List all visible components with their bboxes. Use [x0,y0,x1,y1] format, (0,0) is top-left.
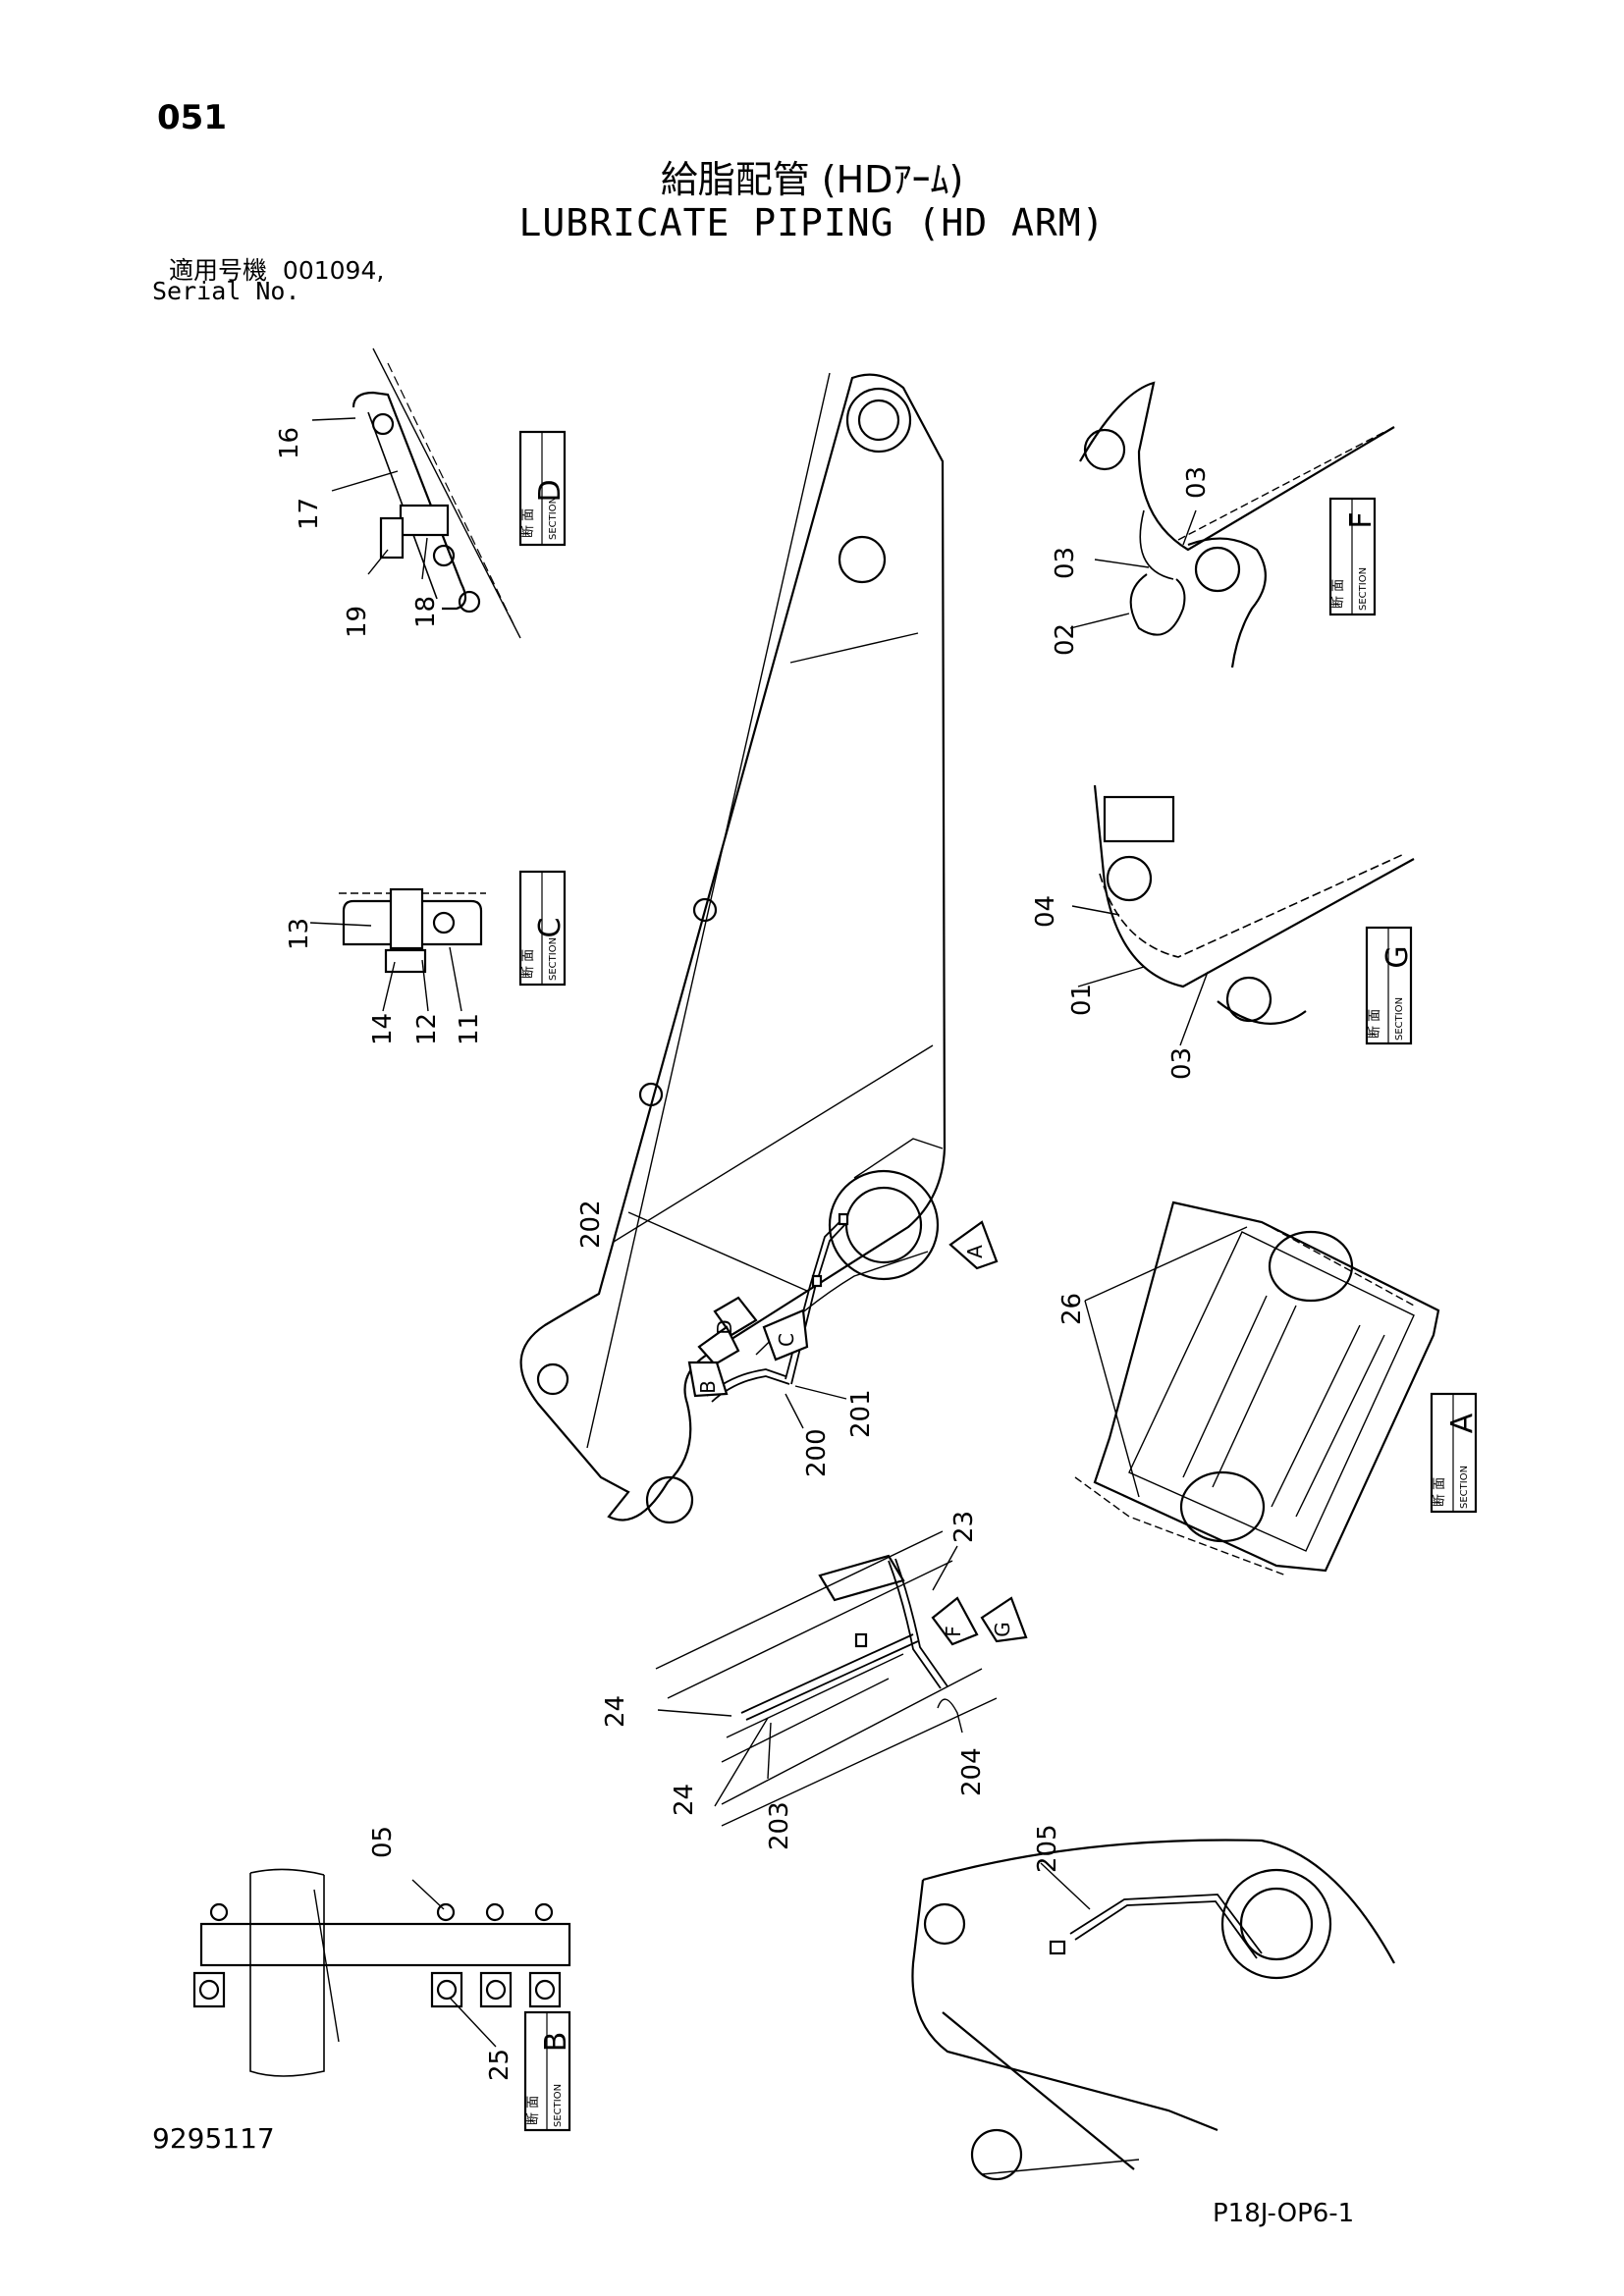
part-label-19: 19 [343,606,372,638]
arrow-a-letter: A [963,1245,987,1258]
part-label-23: 23 [949,1511,979,1543]
section-g-en: SECTION [1394,997,1405,1041]
part-label-205: 205 [1033,1824,1062,1873]
part-label-12: 12 [412,1013,442,1045]
section-box-labels: D 断 面 SECTION C 断 面 SECTION F 断 面 SECTIO… [521,479,1480,2127]
section-d-view [311,347,567,639]
section-c-jp: 断 面 [521,949,536,979]
part-label-03-upper: 03 [1182,466,1212,499]
section-b-view [192,1868,571,2132]
section-g-letter: G [1380,945,1415,968]
section-f-view [1069,381,1395,668]
section-b-en: SECTION [553,2084,564,2127]
part-label-203: 203 [765,1801,794,1850]
section-f-en: SECTION [1358,567,1369,611]
section-d-jp: 断 面 [521,508,536,538]
main-arm-view [519,372,999,1524]
section-c-view [309,870,567,1012]
view-arrow-letters: A B C D F G [696,1245,1014,1637]
part-label-11: 11 [455,1013,484,1045]
part-label-26: 26 [1057,1293,1087,1325]
part-label-03-lower: 03 [1167,1047,1197,1080]
section-d-en: SECTION [548,497,559,540]
reference-code: P18J-OP6-1 [1213,2199,1355,2228]
part-label-03-middle: 03 [1051,547,1080,579]
arm-end-view [911,1839,1395,2181]
section-d-letter: D [533,479,568,502]
part-label-01: 01 [1067,984,1097,1016]
part-label-25: 25 [485,2049,514,2081]
title-japanese: 給脂配管 (HDｱｰﾑ) [660,158,964,201]
section-b-jp: 断 面 [526,2096,541,2125]
part-label-04: 04 [1031,895,1060,928]
serial-line: 適用号機 001094, [169,251,384,287]
part-label-17: 17 [295,498,324,530]
section-a-en: SECTION [1459,1466,1470,1509]
section-g-jp: 断 面 [1368,1009,1382,1039]
part-label-24-upper: 24 [601,1695,630,1728]
part-label-200: 200 [802,1428,832,1477]
part-label-202: 202 [576,1200,606,1249]
arm-detail-view [655,1530,1028,1827]
arrow-c-letter: C [775,1333,798,1347]
arrow-f-letter: F [942,1626,965,1637]
section-f-jp: 断 面 [1331,579,1346,609]
page-number: 051 [157,98,227,137]
part-label-05: 05 [368,1826,398,1858]
document-number: 9295117 [152,2122,275,2155]
arrow-d-letter: D [713,1319,736,1334]
part-label-13: 13 [285,918,314,950]
part-label-201: 201 [846,1389,876,1438]
part-label-24-lower: 24 [670,1784,699,1816]
section-c-en: SECTION [548,937,559,981]
title-english: LUBRICATE PIPING (HD ARM) [518,201,1106,244]
serial-value: 001094, [282,256,385,285]
section-a-view [1074,1201,1478,1576]
arrow-g-letter: G [991,1622,1014,1637]
part-label-204: 204 [957,1747,987,1796]
part-number-labels: 16 17 19 18 13 14 12 11 03 03 02 04 01 0… [275,427,1212,2081]
serial-label-en: Serial No. [152,277,300,305]
section-f-letter: F [1344,511,1379,528]
part-label-14: 14 [368,1013,398,1045]
section-a-jp: 断 面 [1433,1477,1447,1507]
serial-label-jp: 適用号機 [169,256,268,285]
section-b-letter: B [539,2032,573,2053]
section-a-letter: A [1445,1413,1480,1433]
section-c-letter: C [533,918,568,938]
section-g-view [1071,784,1415,1046]
part-label-18: 18 [411,596,441,628]
arrow-b-letter: B [696,1380,720,1394]
part-label-02: 02 [1051,623,1080,656]
part-label-16: 16 [275,427,304,459]
